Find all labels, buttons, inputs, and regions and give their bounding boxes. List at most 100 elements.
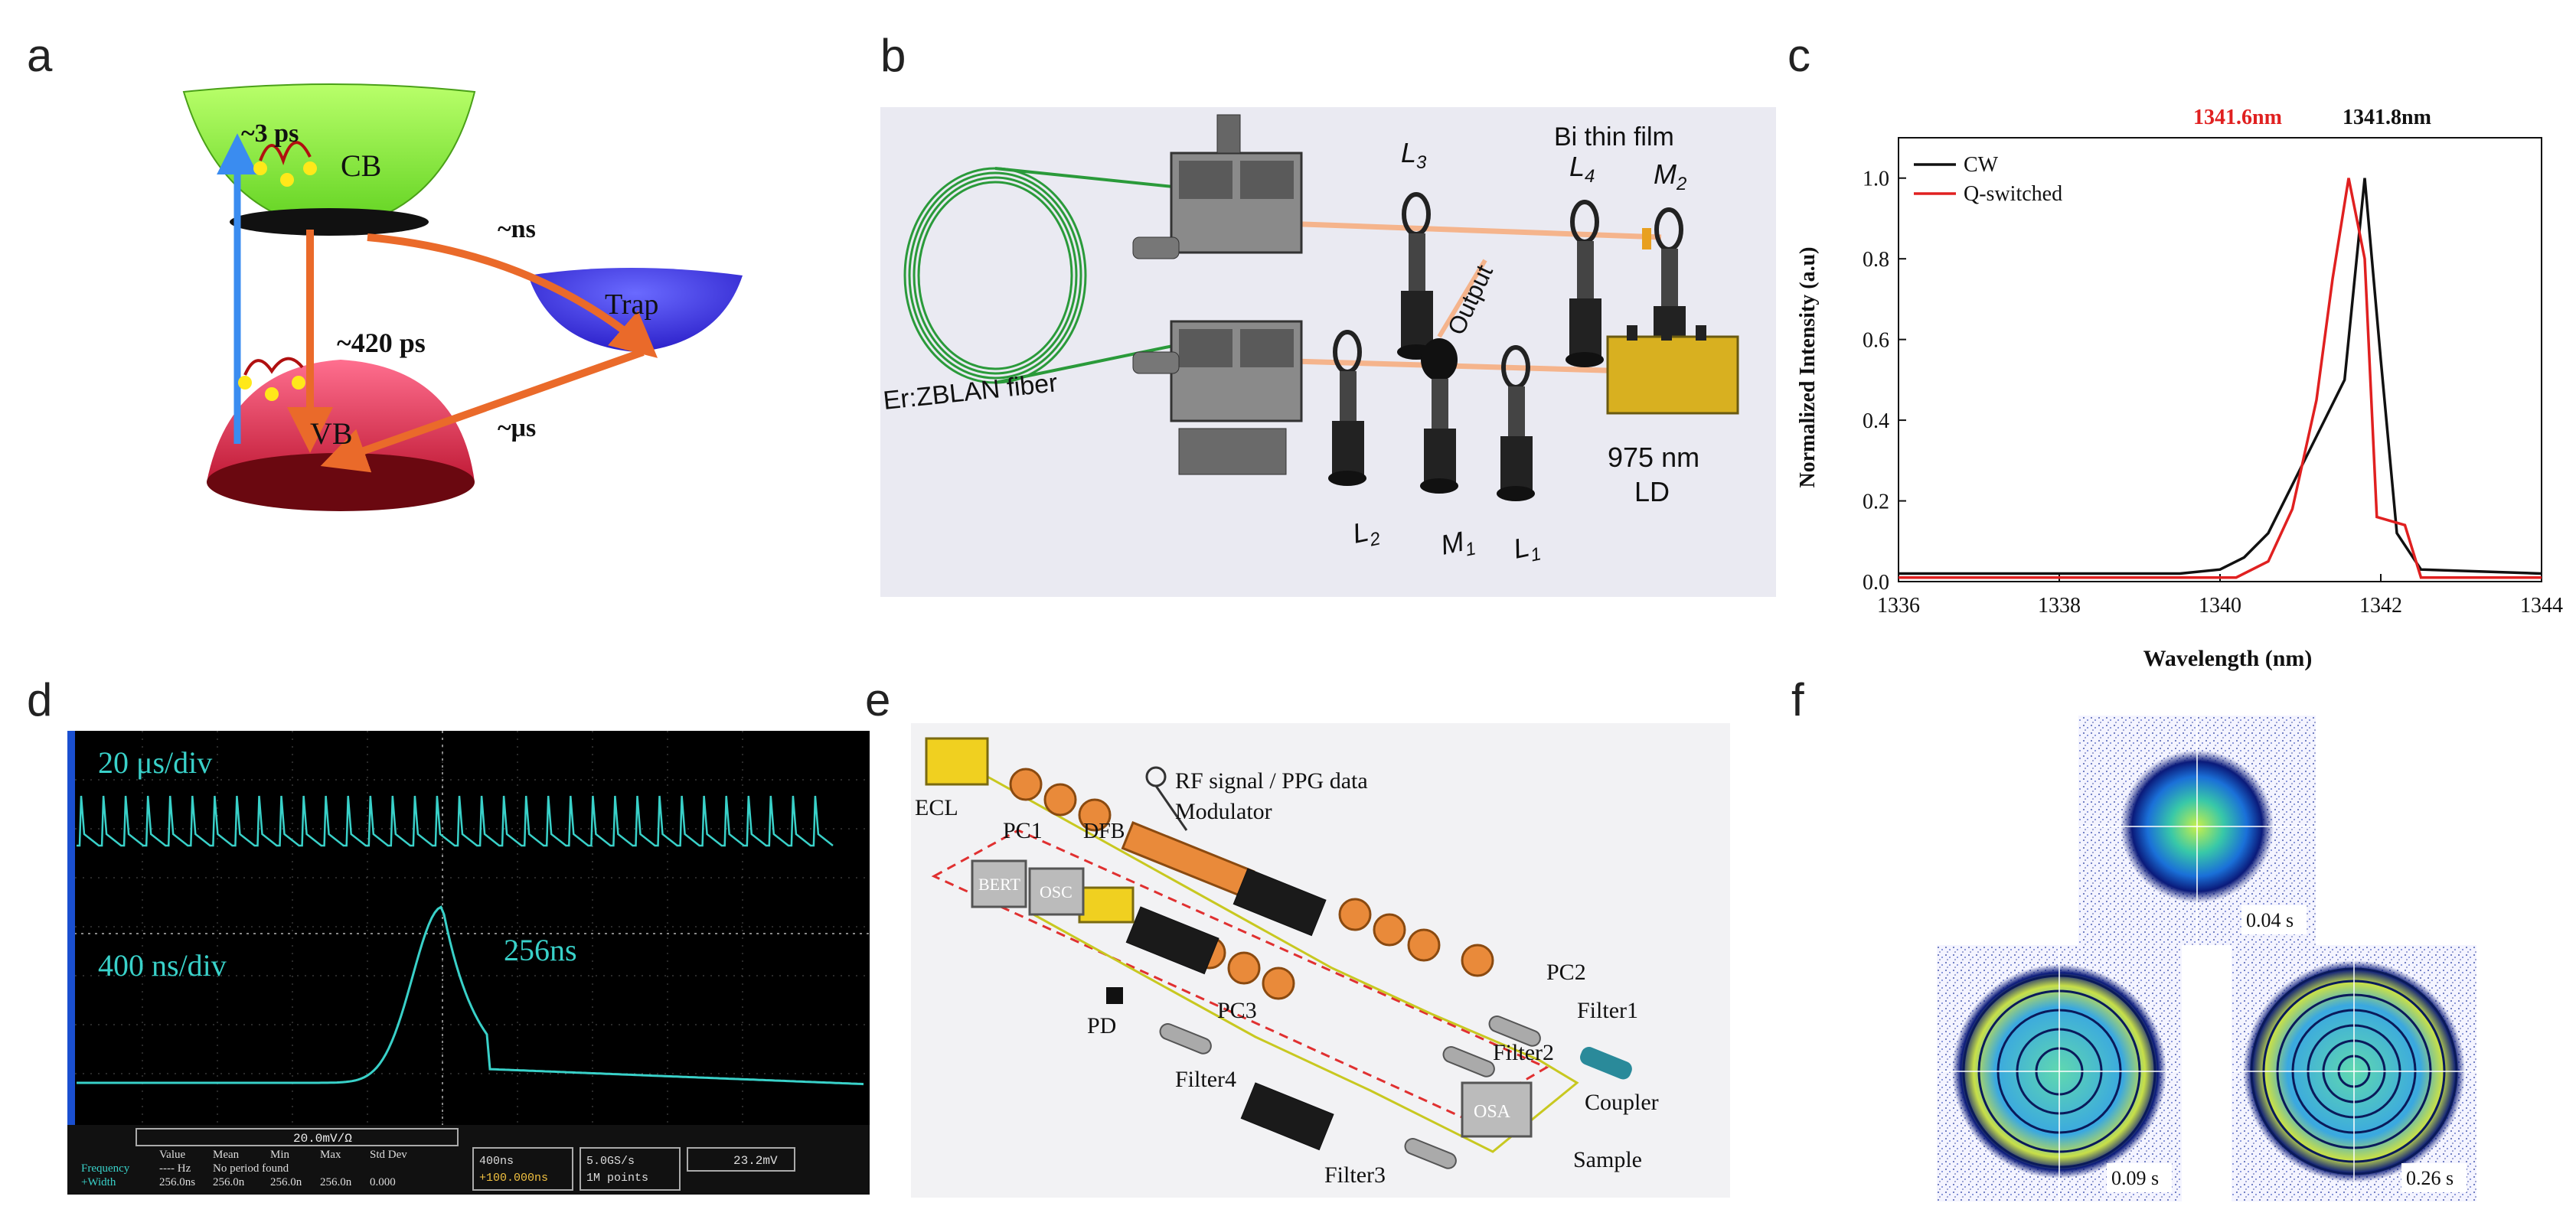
y-tick-label: 0.0	[1863, 571, 1889, 595]
y-axis-title: Normalized Intensity (a.u)	[1796, 247, 1820, 488]
modulator-label: Modulator	[1175, 799, 1272, 824]
m2-sub: 2	[1676, 174, 1686, 194]
meas-row1-name: Frequency	[81, 1162, 130, 1175]
time-ns: ~ns	[498, 215, 536, 243]
pc2-label: PC2	[1546, 960, 1586, 985]
vb-label: VB	[310, 416, 353, 451]
y-tick-label: 0.2	[1863, 491, 1889, 514]
panel-f-interference-images: 0.04 s 0.09 s 0.26 s	[1937, 716, 2488, 1205]
meas-row1-value: ---- Hz	[159, 1162, 191, 1175]
meas-row2-value: 256.0ns	[159, 1176, 195, 1188]
svg-text:L3: L3	[1401, 137, 1427, 173]
meas-head-std: Std Dev	[370, 1149, 407, 1161]
legend-label: Q-switched	[1964, 182, 2062, 206]
panel-label-b: b	[880, 30, 906, 81]
time-label-0-09s: 0.09 s	[2111, 1167, 2159, 1189]
trap-label: Trap	[605, 289, 658, 321]
pd-box	[1106, 987, 1123, 1004]
l3-label: L	[1401, 137, 1416, 168]
ecl-box	[925, 737, 989, 786]
m1-label: M	[1438, 525, 1467, 560]
l4-label: L	[1569, 151, 1585, 182]
x-tick-label: 1340	[2199, 594, 2241, 618]
panel-label-c: c	[1788, 30, 1810, 81]
svg-text:M2: M2	[1654, 158, 1686, 194]
svg-text:L4: L4	[1569, 151, 1595, 187]
meas-row2-name: +Width	[81, 1176, 116, 1188]
transmission-setup-svg: ECL PC1 PC2 PC3 Modulator DFB BERT OSC O…	[915, 737, 1659, 1188]
meas-head-value: Value	[159, 1149, 185, 1161]
meas-row2-max: 256.0n	[320, 1176, 352, 1188]
ecl-label: ECL	[915, 795, 958, 820]
mirror-m1	[1420, 338, 1458, 494]
time-label-0-26s: 0.26 s	[2406, 1167, 2454, 1189]
pc1-label: PC1	[1003, 818, 1043, 843]
panel-d-oscilloscope: 20 μs/div 400 ns/div 256ns 20.0mV/Ω Valu…	[67, 731, 870, 1195]
sample-label: Sample	[1573, 1147, 1642, 1172]
y-tick-label: 0.4	[1863, 409, 1889, 433]
legend-label: CW	[1964, 153, 1999, 177]
bi-film-label: Bi thin film	[1554, 122, 1674, 152]
image-0-04s: 0.04 s	[2078, 716, 2316, 945]
osc-box	[1028, 867, 1085, 916]
conduction-band	[182, 83, 476, 231]
bert-box	[971, 859, 1027, 908]
osa-box	[1461, 1081, 1533, 1138]
peak-label-qswitched: 1341.6nm	[2193, 106, 2282, 129]
panel-label-f: f	[1791, 674, 1804, 725]
time-us: ~μs	[498, 414, 536, 442]
dfb-box	[1078, 886, 1135, 924]
panel-label-e: e	[865, 674, 891, 725]
trigger-level: 23.2mV	[733, 1154, 778, 1168]
time-420ps: ~420 ps	[337, 328, 426, 358]
output-label: Output	[1442, 261, 1498, 339]
rf-label: RF signal / PPG data	[1175, 768, 1368, 794]
ld-label: LD	[1634, 476, 1670, 507]
series-line-cw	[1899, 178, 2542, 575]
meas-head-mean: Mean	[213, 1149, 240, 1161]
trap-state	[528, 268, 743, 352]
fiber-stage-bottom	[1132, 320, 1303, 475]
lens-l1	[1497, 345, 1535, 501]
meas-row2-std: 0.000	[370, 1176, 396, 1188]
trigger-position: +100.000ns	[479, 1172, 548, 1185]
pulse-width-label: 256ns	[504, 933, 577, 967]
l3-sub: 3	[1416, 152, 1427, 173]
top-timescale: 20 μs/div	[98, 745, 212, 780]
svg-text:L1: L1	[1510, 529, 1543, 569]
time-3ps: ~3 ps	[241, 119, 299, 148]
bert-label: BERT	[978, 875, 1020, 894]
meas-row2-mean: 256.0n	[213, 1176, 245, 1188]
svg-text:L2: L2	[1350, 513, 1382, 554]
bi-thin-film	[1642, 228, 1651, 249]
y-tick-label: 1.0	[1863, 168, 1889, 191]
time-label-0-04s: 0.04 s	[2246, 909, 2294, 931]
filter4-label: Filter4	[1175, 1067, 1236, 1092]
laser-setup-svg: Er:ZBLAN fiber Bi thin film Output 975 n…	[882, 114, 1739, 569]
pc3-label: PC3	[1217, 998, 1257, 1023]
pd-label: PD	[1087, 1013, 1116, 1038]
rf-source-icon	[1145, 766, 1167, 787]
coupler-box	[1580, 1047, 1632, 1080]
panel-label-d: d	[27, 674, 53, 725]
panel-a-band-diagram: CB VB Trap ~3 ps ~ns ~420 ps ~μs	[138, 46, 827, 536]
band-diagram-svg: CB VB Trap ~3 ps ~ns ~420 ps ~μs	[182, 83, 743, 511]
receiver-dashed-box	[931, 829, 1549, 1119]
coupler-label: Coupler	[1585, 1090, 1659, 1115]
panel-label-a: a	[27, 30, 53, 81]
lens-l2	[1328, 330, 1366, 486]
x-tick-label: 1342	[2359, 594, 2402, 618]
x-tick-label: 1344	[2520, 594, 2563, 618]
meas-head-max: Max	[320, 1149, 341, 1161]
lens-l3	[1397, 192, 1435, 360]
pulse-train-trace	[77, 795, 834, 847]
meas-row1-mean: No period found	[213, 1162, 289, 1175]
image-0-09s: 0.09 s	[1937, 945, 2182, 1201]
svg-text:M1: M1	[1438, 523, 1477, 566]
meas-row2-min: 256.0n	[270, 1176, 302, 1188]
channel-scale: 20.0mV/Ω	[293, 1132, 352, 1146]
osc-label: OSC	[1040, 882, 1073, 901]
y-tick-label: 0.8	[1863, 248, 1889, 272]
